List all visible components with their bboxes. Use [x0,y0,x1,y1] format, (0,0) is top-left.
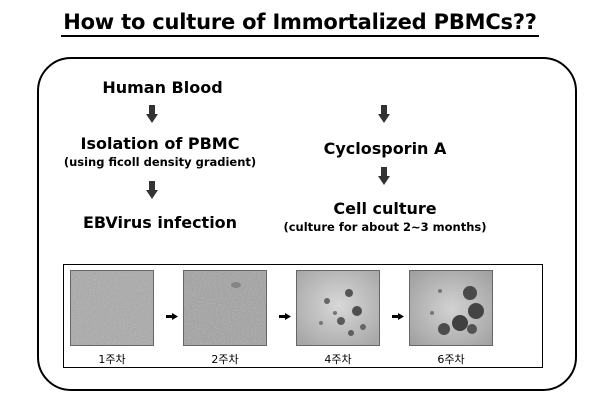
step-ebvirus-infection: EBVirus infection [82,213,238,232]
culture-image-week2 [183,270,267,346]
down-arrow-icon [146,105,158,123]
step-isolation-pbmc: Isolation of PBMC [80,134,240,153]
right-arrow-icon [166,305,178,320]
step-cell-culture-note: (culture for about 2~3 months) [283,220,487,234]
week-label-2: 2주차 [211,353,239,366]
culture-image-week1 [70,270,154,346]
culture-image-week4 [296,270,380,346]
down-arrow-icon [378,167,390,185]
week-label-1: 1주차 [98,353,126,366]
week-label-6: 6주차 [437,353,465,366]
culture-image-panel [63,264,543,368]
right-arrow-icon [392,305,404,320]
flow-frame [37,57,577,391]
step-human-blood: Human Blood [102,78,223,97]
down-arrow-icon [146,181,158,199]
step-isolation-note: (using ficoll density gradient) [63,155,257,169]
step-cyclosporin-a: Cyclosporin A [323,139,447,158]
week-label-4: 4주차 [324,353,352,366]
right-arrow-icon [279,305,291,320]
culture-image-week6 [409,270,493,346]
title-text: How to culture of Immortalized PBMCs?? [61,10,539,37]
page-title: How to culture of Immortalized PBMCs?? [0,10,600,37]
step-cell-culture: Cell culture [333,199,437,218]
down-arrow-icon [378,105,390,123]
